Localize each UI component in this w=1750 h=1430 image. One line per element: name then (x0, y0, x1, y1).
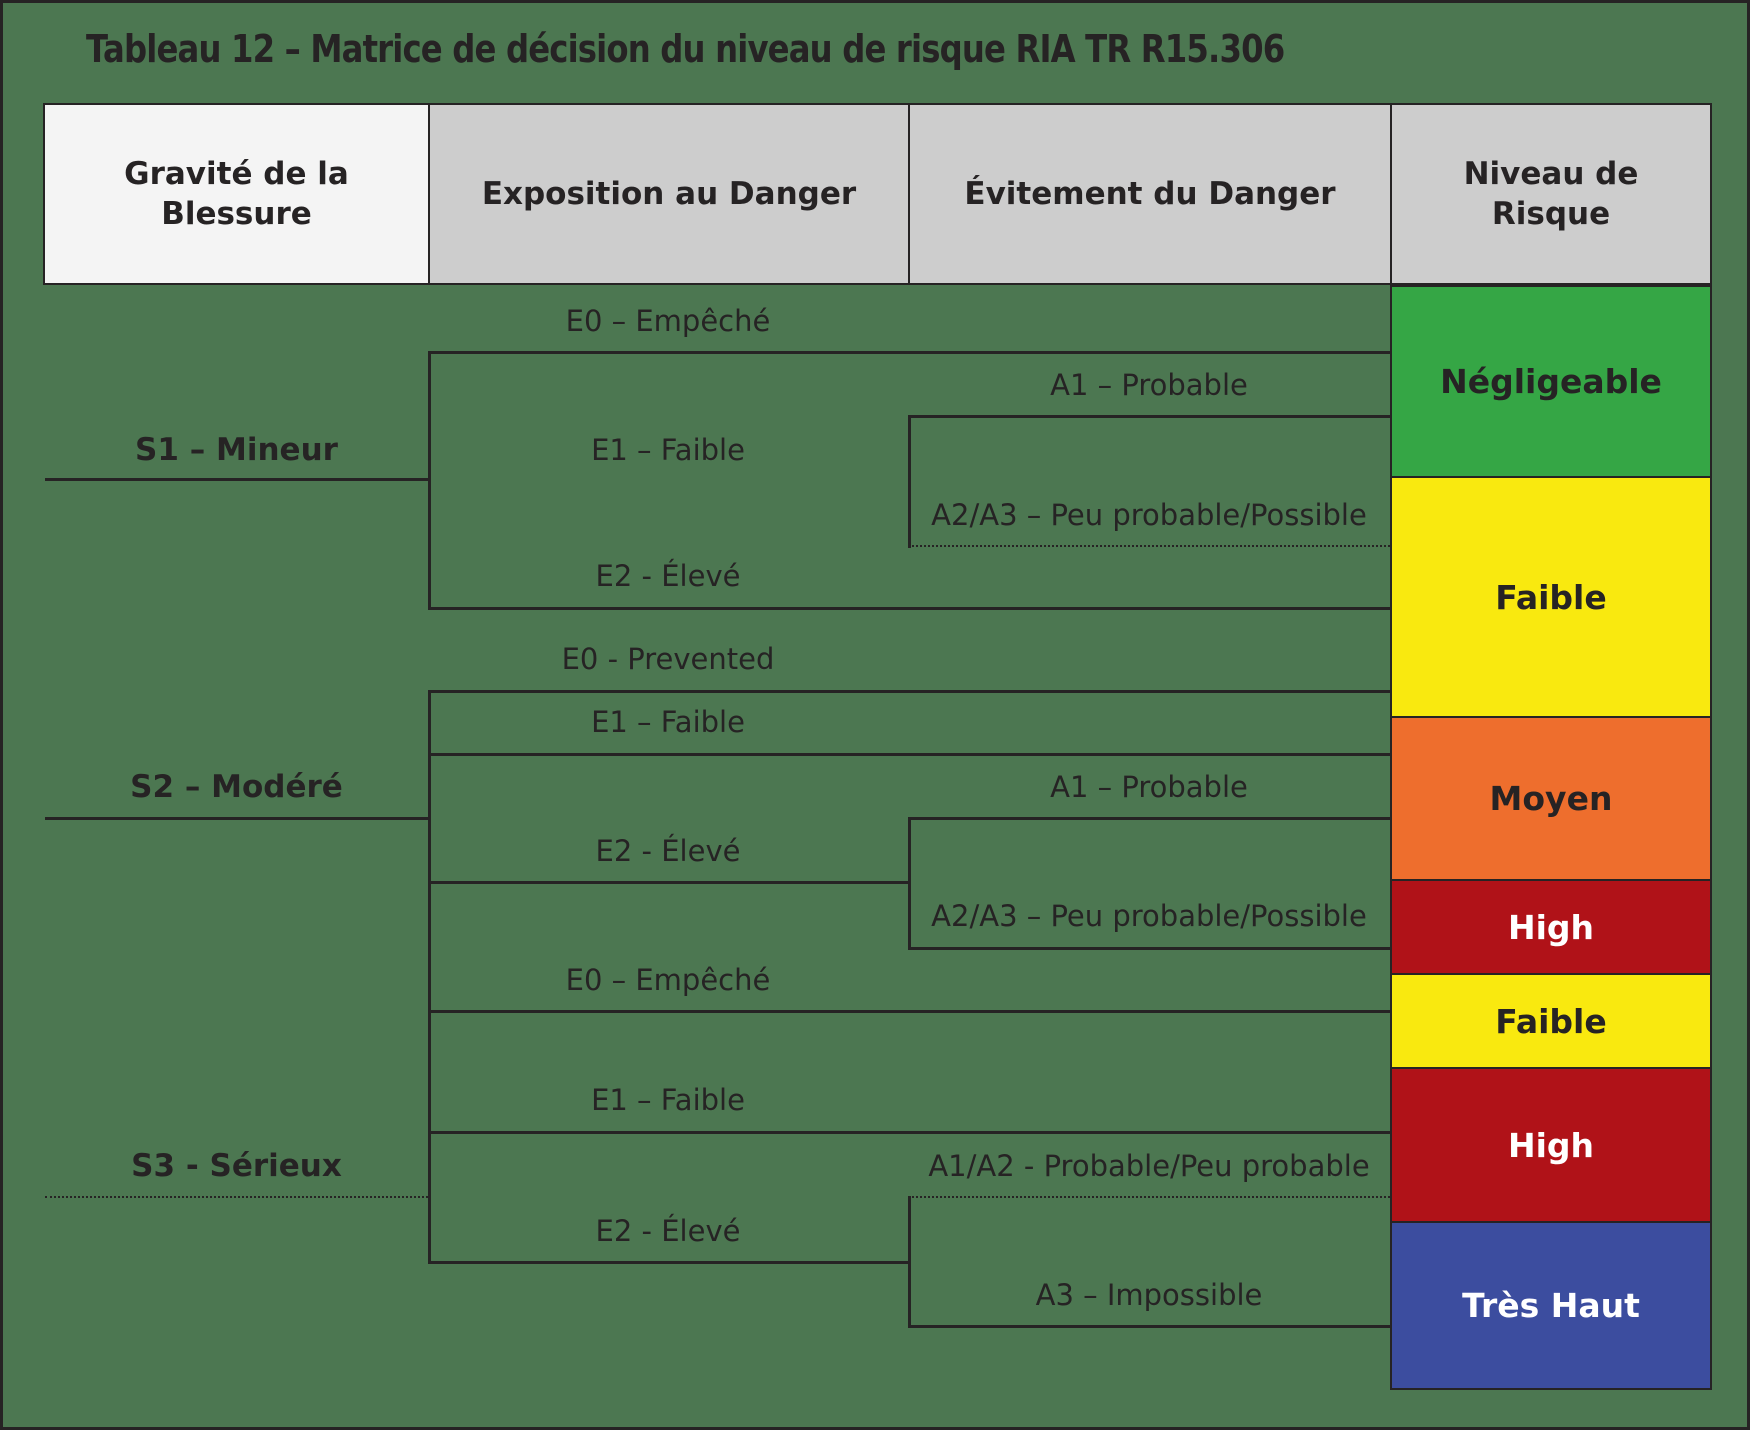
branch-line-s1-a2a3 (908, 545, 1390, 547)
risk-cell-tres-haut: Très Haut (1390, 1223, 1712, 1390)
severity-s2: S2 – Modéré (130, 769, 343, 805)
risk-cell-negligeable: Négligeable (1390, 285, 1712, 478)
branch-line-s2-e0 (428, 690, 1390, 693)
bracket-s1 (428, 351, 431, 610)
header-avoidance: Évitement du Danger (908, 103, 1392, 285)
branch-label-s1-a2a3: A2/A3 – Peu probable/Possible (931, 498, 1367, 532)
branch-label-s3-a3: A3 – Impossible (1035, 1278, 1263, 1312)
branch-line-s3-e2 (428, 1261, 908, 1264)
branch-label-s1-e1: E1 – Faible (591, 433, 745, 467)
branch-label-s3-e1: E1 – Faible (591, 1083, 745, 1117)
severity-line-s2 (45, 817, 428, 820)
branch-label-s2-e2: E2 - Élevé (595, 834, 741, 868)
severity-line-s1 (45, 478, 428, 481)
risk-cell-moyen: Moyen (1390, 718, 1712, 881)
branch-label-s2-a1: A1 – Probable (1050, 770, 1248, 804)
header-risk-level: Niveau de Risque (1390, 103, 1712, 285)
branch-line-s2-e1 (428, 753, 1390, 756)
branch-line-s3-e0 (428, 1010, 1390, 1013)
branch-line-s1-a1 (908, 415, 1390, 418)
risk-cell-faible-2: Faible (1390, 975, 1712, 1069)
branch-line-s1-e2 (428, 607, 1390, 610)
risk-cell-faible-1: Faible (1390, 478, 1712, 718)
branch-line-s2-e2 (428, 881, 908, 884)
bracket-s2-a (908, 817, 911, 950)
branch-line-s2-a2a3 (908, 947, 1390, 950)
branch-label-s1-e0: E0 – Empêché (565, 304, 771, 338)
risk-cell-high-2: High (1390, 1069, 1712, 1223)
table-title: Tableau 12 – Matrice de décision du nive… (86, 27, 1285, 71)
severity-s1: S1 – Mineur (135, 432, 338, 468)
branch-label-s3-a1a2: A1/A2 - Probable/Peu probable (928, 1149, 1370, 1183)
branch-label-s2-e1: E1 – Faible (591, 705, 745, 739)
bracket-s2-s3 (428, 690, 431, 1264)
branch-label-s1-a1: A1 – Probable (1050, 368, 1248, 402)
header-severity: Gravité de la Blessure (43, 103, 430, 285)
branch-label-s2-e0: E0 - Prevented (561, 642, 775, 676)
risk-cell-high-1: High (1390, 881, 1712, 975)
branch-label-s1-e2: E2 - Élevé (595, 559, 741, 593)
branch-line-s3-a3 (908, 1325, 1390, 1328)
bracket-s3-a (908, 1196, 911, 1328)
branch-label-s3-e0: E0 – Empêché (565, 963, 771, 997)
branch-label-s3-e2: E2 - Élevé (595, 1214, 741, 1248)
branch-line-s2-a1 (908, 817, 1390, 820)
branch-line-s3-e1 (428, 1131, 1390, 1134)
branch-line-s1-e0 (428, 351, 1390, 354)
branch-label-s2-a2a3: A2/A3 – Peu probable/Possible (931, 899, 1367, 933)
bracket-s1-a (908, 415, 911, 548)
branch-line-s3-a1a2 (908, 1196, 1390, 1198)
severity-s3: S3 - Sérieux (131, 1148, 342, 1184)
severity-line-s3 (45, 1196, 428, 1198)
header-exposure: Exposition au Danger (428, 103, 910, 285)
